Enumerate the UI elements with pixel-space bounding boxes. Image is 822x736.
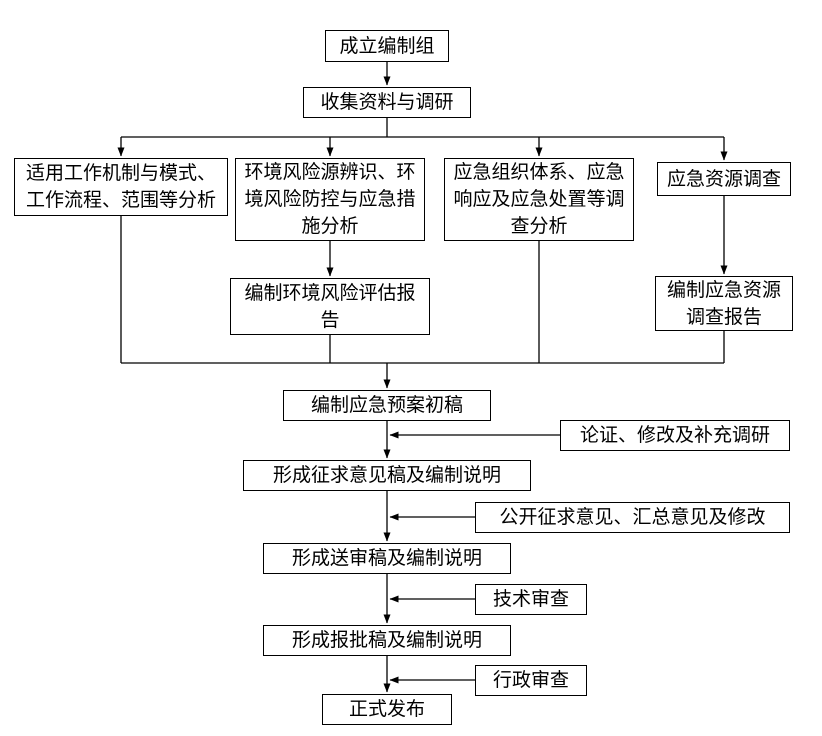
node-publish: 正式发布 (322, 694, 452, 725)
node-branch-mechanism: 适用工作机制与模式、工作流程、范围等分析 (14, 158, 228, 216)
node-branch-org: 应急组织体系、应急响应及应急处置等调查分析 (444, 158, 634, 241)
node-submit-draft: 形成送审稿及编制说明 (263, 543, 511, 574)
node-draft: 编制应急预案初稿 (283, 390, 491, 421)
node-start: 成立编制组 (325, 30, 449, 62)
node-review-argument: 论证、修改及补充调研 (560, 420, 790, 451)
node-resource-report: 编制应急资源调查报告 (655, 276, 793, 331)
node-branch-resource: 应急资源调查 (657, 162, 791, 196)
node-risk-report: 编制环境风险评估报告 (230, 278, 430, 335)
node-review-public: 公开征求意见、汇总意见及修改 (475, 502, 790, 533)
node-branch-risk: 环境风险源辨识、环境风险防控与应急措施分析 (235, 158, 425, 241)
node-consult-draft: 形成征求意见稿及编制说明 (243, 460, 531, 491)
node-approval-draft: 形成报批稿及编制说明 (263, 625, 511, 656)
node-review-administrative: 行政审查 (475, 665, 587, 696)
node-collect: 收集资料与调研 (303, 87, 471, 118)
node-review-technical: 技术审查 (475, 584, 587, 615)
